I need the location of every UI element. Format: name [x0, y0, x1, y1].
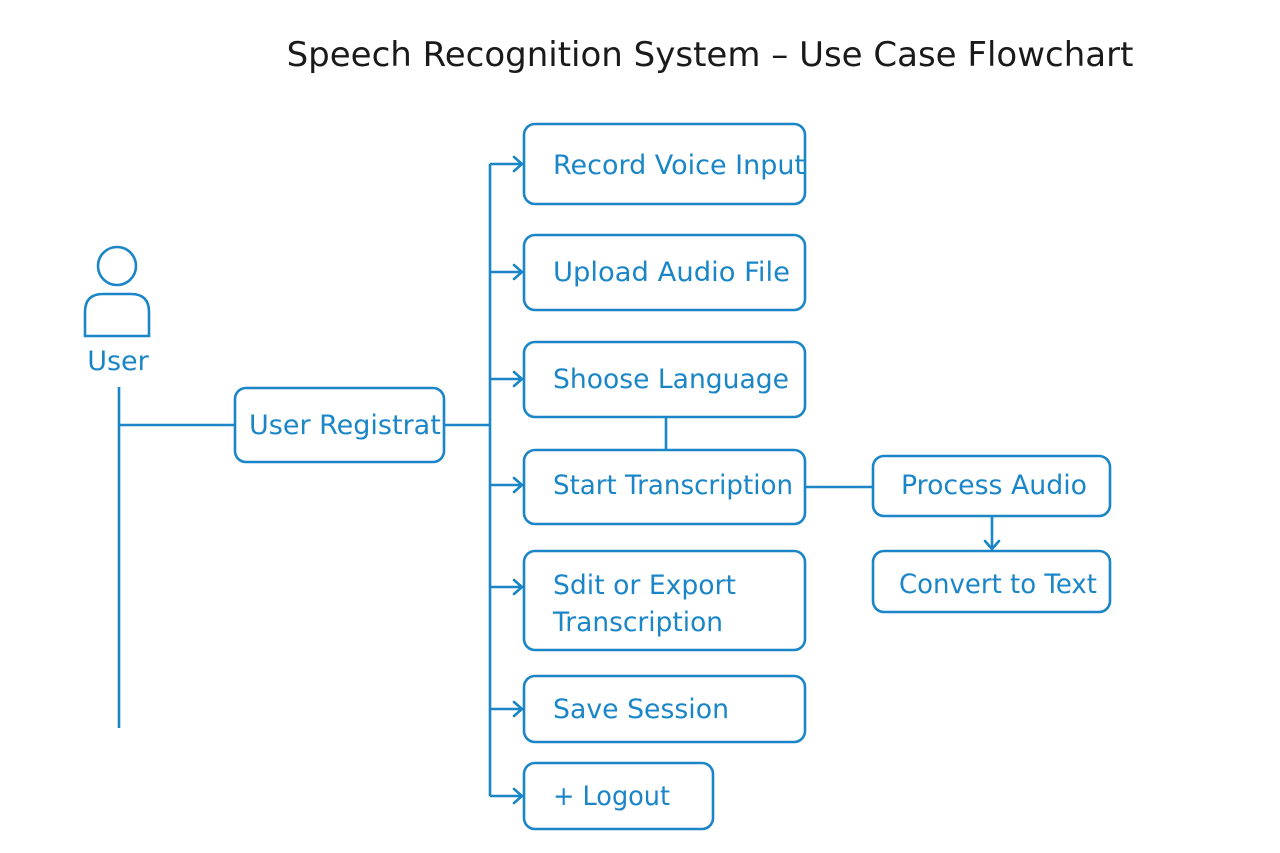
- record-voice-input-node: Record Voice Input: [522, 122, 807, 206]
- start-transcription-node: Start Transcription: [522, 448, 807, 526]
- process-audio-node: Process Audio: [871, 454, 1112, 518]
- edit-export-line2-label: Transcription: [552, 607, 723, 638]
- branch-arrow-logout: [490, 787, 524, 805]
- save-session-node: Save Session: [522, 674, 807, 744]
- edit-export-transcription-node: Sdit or Export Transcription: [522, 549, 807, 652]
- convert-to-text-label: Convert to Text: [899, 569, 1097, 600]
- process-to-convert-arrow: [983, 516, 1001, 551]
- convert-to-text-node: Convert to Text: [871, 549, 1112, 614]
- diagram-title: Speech Recognition System – Use Case Flo…: [287, 35, 1134, 75]
- record-voice-input-label: Record Voice Input: [553, 150, 805, 181]
- edit-export-line1-label: Sdit or Export: [553, 570, 736, 601]
- upload-audio-file-label: Upload Audio File: [553, 257, 790, 288]
- user-actor: User: [83, 245, 151, 377]
- user-registration-node: User Registrat: [233, 386, 446, 464]
- upload-audio-file-node: Upload Audio File: [522, 233, 807, 312]
- logout-node: + Logout: [522, 761, 715, 831]
- branch-arrow-save: [490, 700, 524, 718]
- branch-arrow-record: [490, 155, 524, 173]
- branch-arrow-upload: [490, 263, 524, 281]
- branch-arrow-transcription: [490, 476, 524, 494]
- user-icon: [83, 245, 151, 338]
- choose-language-node: Shoose Language: [522, 340, 807, 419]
- process-audio-label: Process Audio: [901, 470, 1087, 501]
- logout-label: + Logout: [553, 781, 670, 812]
- branch-arrow-language: [490, 370, 524, 388]
- save-session-label: Save Session: [553, 694, 729, 725]
- branch-arrow-edit: [490, 578, 524, 596]
- start-transcription-label: Start Transcription: [553, 470, 793, 501]
- choose-language-label: Shoose Language: [553, 364, 789, 395]
- user-registration-label: User Registrat: [249, 410, 441, 441]
- user-label: User: [87, 346, 149, 377]
